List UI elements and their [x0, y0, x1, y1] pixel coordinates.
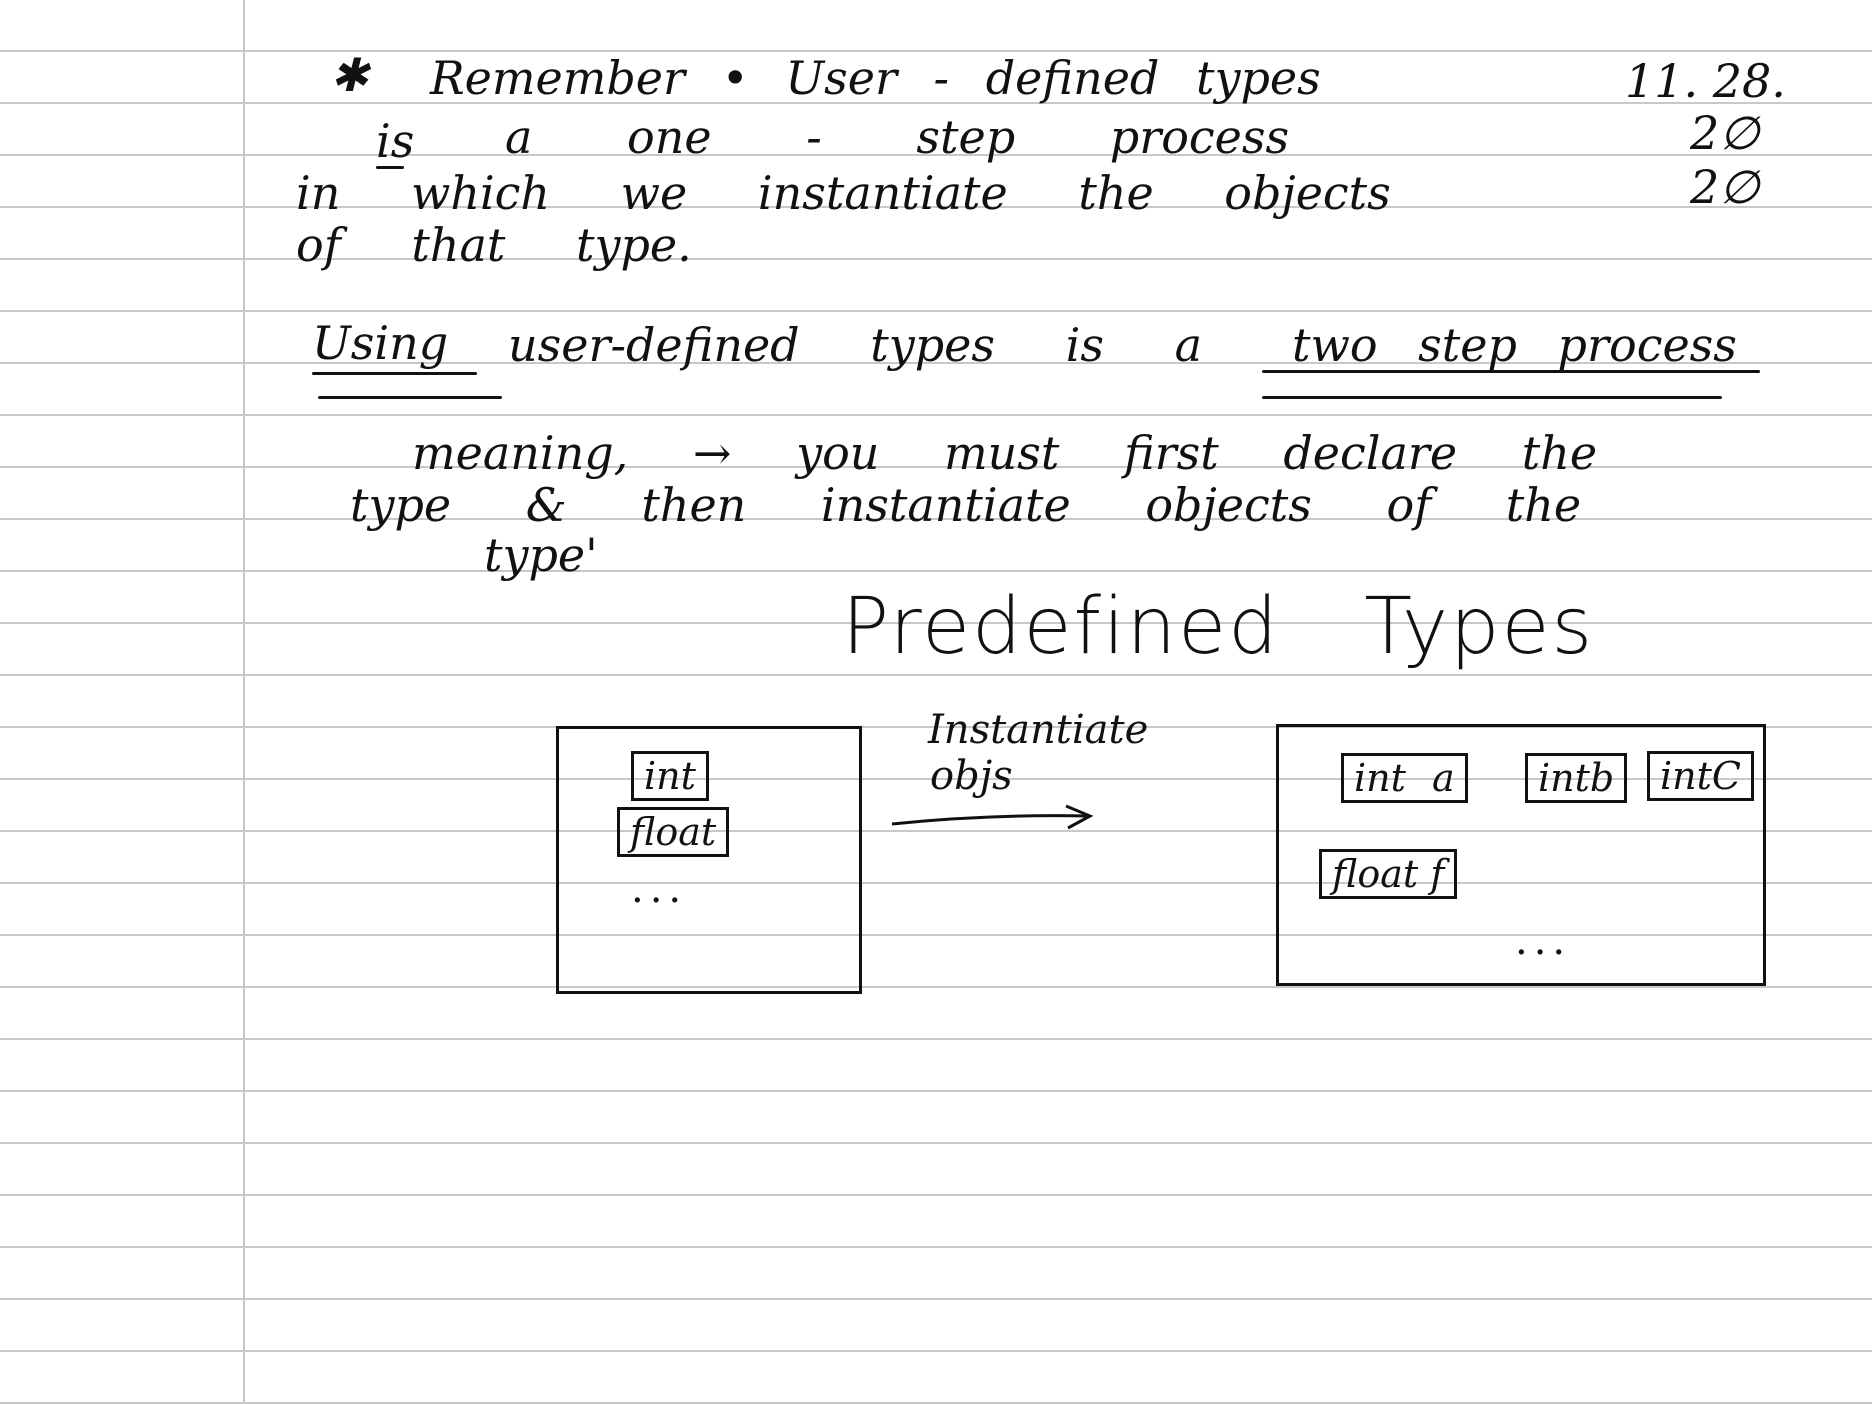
obj-int-b: intb	[1525, 753, 1628, 803]
star-bullet: ✱	[330, 48, 369, 102]
is-underline	[376, 166, 404, 169]
emph-underline-1	[1262, 370, 1760, 373]
left-ellipsis: ...	[631, 866, 688, 912]
arrow-label-2: objs	[930, 753, 1013, 799]
right-ellipsis: ...	[1515, 918, 1572, 964]
diagram-title: Predefined Types	[842, 582, 1595, 672]
predefined-types-box: int float ...	[556, 726, 862, 994]
instantiated-objects-box: int a intb intC float f ...	[1276, 724, 1766, 986]
is-word: is	[376, 114, 415, 168]
two-step-process: two step process	[1292, 318, 1737, 372]
line1-text: Remember • User - defined types	[430, 51, 1321, 105]
arrow-label-1: Instantiate	[928, 707, 1149, 753]
margin-mark-1: 2∅	[1690, 106, 1760, 160]
meaning-line-2: type & then instantiate objects of the	[350, 478, 1582, 532]
type-float: float	[617, 807, 730, 857]
instantiate-arrow	[891, 804, 1094, 830]
emph-underline-2	[1262, 396, 1722, 399]
obj-float-f: float f	[1319, 849, 1458, 899]
meaning-line-3: type'	[484, 528, 598, 582]
date-label: 11. 28.	[1625, 54, 1786, 108]
using-underline-1	[312, 372, 477, 375]
line4-text: of that type.	[296, 218, 692, 272]
line3-text: in which we instantiate the objects	[296, 166, 1391, 220]
margin-mark-2: 2∅	[1690, 160, 1760, 214]
type-int: int	[631, 751, 709, 801]
using-underline-2	[318, 396, 502, 399]
line2-text: a one - step process	[505, 110, 1290, 164]
obj-int-a: int a	[1341, 753, 1468, 803]
margin-line	[243, 0, 245, 1404]
meaning-line-1: meaning, → you must first declare the	[412, 426, 1598, 480]
statement-middle: user-defined types is a	[508, 318, 1202, 372]
obj-int-c: intC	[1647, 751, 1754, 801]
using-word: Using	[312, 316, 449, 370]
